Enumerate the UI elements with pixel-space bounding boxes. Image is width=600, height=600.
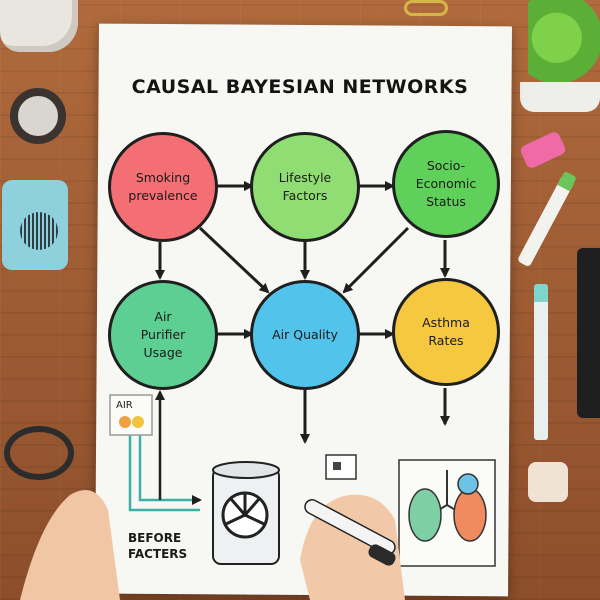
air-purifier-sketch-icon xyxy=(213,462,279,564)
sketch-lung-left xyxy=(119,416,131,428)
node-socio-economic-status-label: Socio- Economic Status xyxy=(416,157,477,211)
node-air-purifier-usage: Air Purifier Usage xyxy=(108,280,218,390)
node-socio-economic-status: Socio- Economic Status xyxy=(392,130,500,238)
small-device-sketch-icon xyxy=(326,455,356,479)
node-asthma-rates-label: Asthma Rates xyxy=(422,314,470,350)
node-air-quality: Air Quality xyxy=(250,280,360,390)
node-lifestyle-factors-label: Lifestyle Factors xyxy=(279,169,332,205)
edge-socio-airquality xyxy=(344,228,408,292)
sketch-lung-right xyxy=(132,416,144,428)
node-asthma-rates: Asthma Rates xyxy=(392,278,500,386)
edge-smoking-airquality xyxy=(200,228,268,292)
sketch-caption: BEFORE FACTERS xyxy=(128,531,187,562)
node-smoking-prevalence-label: Smoking prevalence xyxy=(128,169,197,205)
node-lifestyle-factors: Lifestyle Factors xyxy=(250,132,360,242)
node-air-quality-label: Air Quality xyxy=(272,326,338,344)
node-air-purifier-usage-label: Air Purifier Usage xyxy=(141,308,186,362)
left-hand-icon xyxy=(20,490,120,600)
node-smoking-prevalence: Smoking prevalence xyxy=(108,132,218,242)
lungs-sketch-icon xyxy=(399,460,495,566)
sketch-small-box-label: AIR xyxy=(116,400,133,411)
hand-with-pen-icon xyxy=(300,495,405,600)
